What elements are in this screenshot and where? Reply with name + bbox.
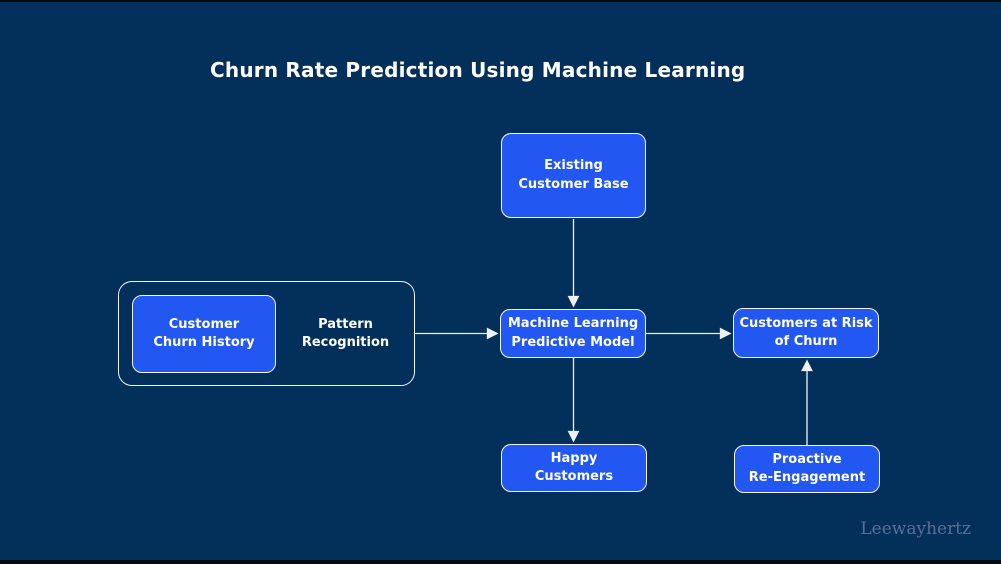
bottom-edge-strip (0, 560, 1001, 564)
node-customer-churn-history: Customer Churn History (132, 295, 276, 373)
node-customers-at-risk-of-churn: Customers at Risk of Churn (733, 308, 879, 358)
node-happy-customers: Happy Customers (501, 444, 647, 492)
label-pattern-recognition: Pattern Recognition (301, 316, 390, 350)
pattern-recognition-group (118, 281, 415, 386)
node-existing-customer-base: Existing Customer Base (501, 133, 646, 218)
node-machine-learning-predictive-model: Machine Learning Predictive Model (500, 309, 646, 358)
top-edge-strip (0, 0, 1001, 2)
page-title: Churn Rate Prediction Using Machine Lear… (210, 58, 746, 82)
watermark-logo: Leewayhertz (860, 519, 971, 539)
node-proactive-re-engagement: Proactive Re-Engagement (734, 445, 880, 493)
